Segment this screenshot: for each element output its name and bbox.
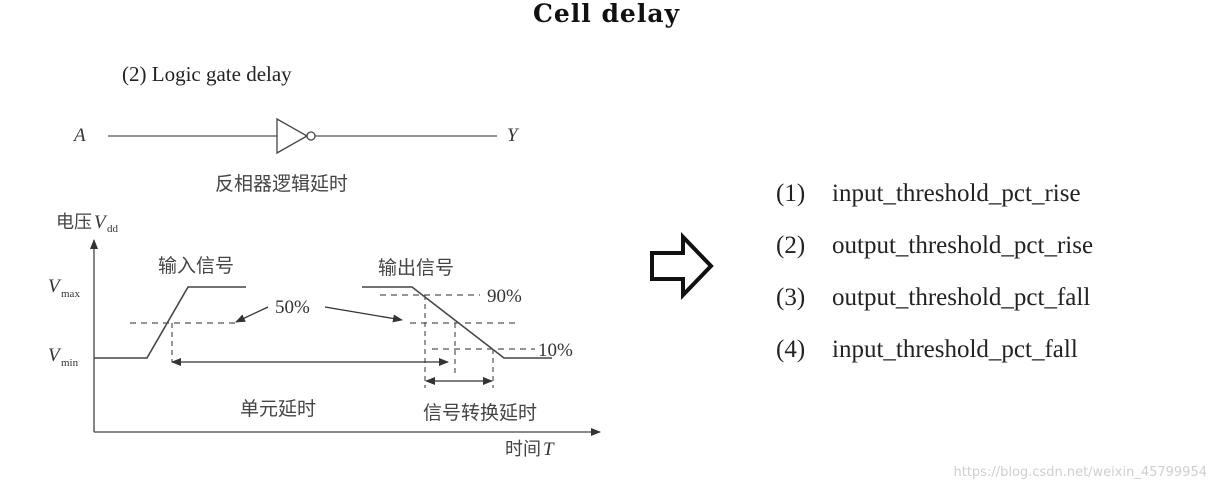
x-axis-label: 时间: [505, 439, 541, 460]
attribute-label: output_threshold_pct_rise: [832, 232, 1094, 259]
output-signal-label: 输出信号: [378, 257, 454, 279]
inverter-gate: A Y 反相器逻辑延时: [72, 117, 520, 195]
input-waveform: 输入信号: [94, 255, 246, 362]
output-waveform: 输出信号 90% 10%: [362, 257, 573, 388]
page-title: Cell delay: [532, 0, 681, 28]
svg-text:max: max: [61, 288, 80, 300]
pct-50-label: 50%: [275, 297, 310, 318]
pct-10-label: 10%: [538, 340, 573, 361]
vmax-label: V: [48, 276, 62, 297]
watermark: https://blog.csdn.net/weixin_45799954: [953, 465, 1207, 480]
transition-delay-label: 信号转换延时: [423, 402, 537, 424]
gate-input-label: A: [72, 125, 86, 146]
diagram-subtitle: (2) Logic gate delay: [122, 62, 292, 86]
pct-90-label: 90%: [487, 286, 522, 307]
list-item: (3)output_threshold_pct_fall: [776, 284, 1091, 311]
input-signal-label: 输入信号: [158, 255, 234, 277]
gate-output-label: Y: [507, 125, 520, 146]
attribute-label: output_threshold_pct_fall: [832, 284, 1091, 311]
y-axis-label: 电压: [56, 212, 92, 233]
list-item: (1)input_threshold_pct_rise: [776, 180, 1081, 207]
list-item: (2)output_threshold_pct_rise: [776, 232, 1094, 259]
svg-text:T: T: [543, 439, 555, 460]
gate-caption: 反相器逻辑延时: [215, 173, 348, 195]
attribute-label: input_threshold_pct_rise: [832, 180, 1081, 207]
vmin-label: V: [48, 345, 62, 366]
cell-delay-label: 单元延时: [240, 398, 316, 420]
list-item: (4)input_threshold_pct_fall: [776, 336, 1078, 363]
transition-delay-arrow: 信号转换延时: [423, 377, 537, 424]
inverter-triangle-icon: [276, 117, 309, 155]
threshold-attribute-list: (1)input_threshold_pct_rise (2)output_th…: [776, 176, 1093, 384]
svg-text:V: V: [94, 212, 108, 233]
cell-delay-arrow: 单元延时: [171, 358, 449, 420]
pct-50-annotation: 50%: [235, 297, 403, 323]
waveform-axes: 电压 V dd V max V min 时间 T: [48, 212, 601, 460]
svg-text:min: min: [61, 357, 79, 369]
inverter-bubble-icon: [306, 131, 316, 141]
svg-text:dd: dd: [107, 223, 119, 235]
hollow-right-arrow-icon: [650, 232, 714, 300]
attribute-label: input_threshold_pct_fall: [832, 336, 1078, 363]
